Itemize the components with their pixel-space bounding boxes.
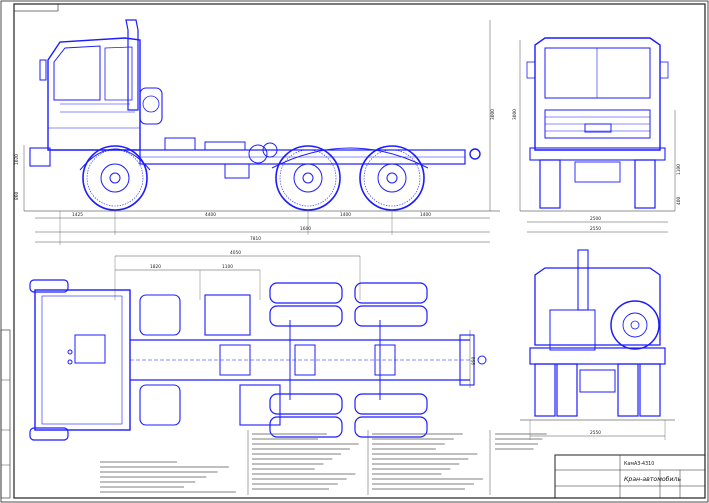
inner-frame	[13, 3, 706, 499]
dim-overall-width: 2550	[590, 226, 601, 232]
tire-left	[539, 159, 561, 209]
technical-notes	[100, 433, 547, 493]
spec-text-block	[100, 430, 547, 495]
dim-top-total: 4050	[230, 250, 241, 256]
dim-wheelbase: 1600	[300, 226, 311, 232]
binding-strip	[0, 329, 11, 499]
front-bumper-view	[529, 147, 666, 161]
front-view: 2500 2550 3000 1100 400	[512, 37, 682, 233]
mirror	[39, 59, 47, 81]
dim-rear-width: 2550	[590, 430, 601, 436]
wheel-rear-1	[275, 145, 341, 211]
tire-right	[634, 159, 656, 209]
dim-track: 2500	[590, 216, 601, 222]
spare-wheel	[610, 300, 660, 350]
exhaust-pipe	[125, 19, 139, 111]
cab-door	[104, 46, 133, 101]
dim-top-a: 1820	[150, 264, 161, 270]
cab-window	[53, 45, 101, 101]
dim-front-clearance: 400	[676, 197, 682, 205]
wheel-rear-2	[359, 145, 425, 211]
title-block-code: КамАЗ-4310	[624, 461, 654, 467]
dim-top-b: 1100	[222, 264, 233, 270]
title-block: КамАЗ-4310 Кран-автомобиль	[554, 454, 706, 499]
rear-cab	[534, 267, 661, 346]
dim-bogie-2: 1400	[420, 212, 431, 218]
wheel-front	[82, 145, 148, 211]
dim-front-height: 3000	[512, 109, 518, 120]
rear-view: 2550	[520, 249, 675, 440]
dim-bogie-1: 1400	[340, 212, 351, 218]
rear-light	[469, 148, 481, 160]
corner-stamp	[13, 3, 59, 12]
dim-frame-height: 1020	[14, 154, 20, 165]
dim-overall-length: 7810	[250, 236, 261, 242]
cab-top	[34, 289, 131, 431]
dim-front-overhang: 1425	[72, 212, 83, 218]
cab-outline	[47, 37, 141, 151]
front-cab	[534, 37, 661, 151]
top-view: 4050 1820 1100 850	[29, 250, 487, 441]
dim-top-frame-width: 850	[471, 357, 477, 365]
dim-overall-height: 3000	[490, 109, 496, 120]
dim-frame: 4400	[205, 212, 216, 218]
front-bumper	[29, 147, 51, 167]
dim-front-bumper-height: 1100	[676, 164, 682, 175]
title-block-title: Кран-автомобиль	[624, 475, 681, 483]
dim-ground-clearance: 860	[14, 192, 20, 200]
side-view: 1425 4400 1400 1400 1600 7810 3000 860 1…	[14, 19, 500, 245]
windshield	[544, 47, 651, 99]
